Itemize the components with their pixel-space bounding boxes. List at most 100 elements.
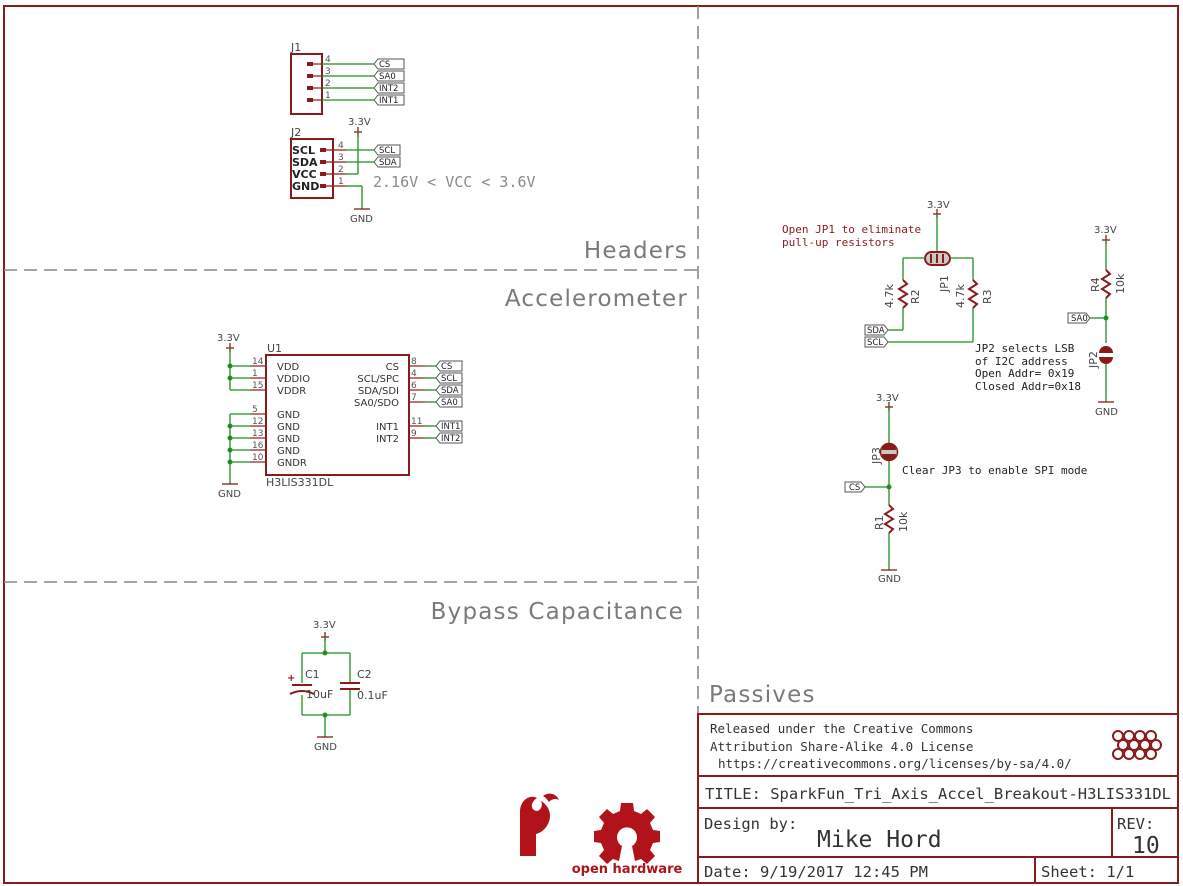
u1-left-pin-name: GND (277, 410, 300, 421)
u1-junction (227, 459, 233, 465)
j2-pin-marker (320, 184, 326, 188)
netflag-j1-2 (373, 82, 405, 94)
sheet-frame (3, 5, 1179, 884)
r1-body (883, 504, 895, 534)
r3-ref: R3 (981, 289, 994, 304)
u1-left-pin-number: 14 (252, 357, 264, 367)
u1-right-pin-number: 8 (411, 357, 417, 367)
j2-v33-label: 3.3V (348, 117, 371, 128)
j2-ref: J2 (290, 126, 301, 139)
j1-pin-marker (307, 62, 313, 66)
r1-ref: R1 (873, 515, 886, 530)
j2-pin-name: SCL (292, 144, 315, 157)
bypass-capacitors: 3.3V + C1 10uF C2 0.1uF GND (287, 620, 388, 753)
c2-ref: C2 (357, 668, 372, 681)
netflag-u1-0 (435, 360, 463, 372)
netflag-u1-0-label: CS (441, 362, 452, 372)
vcc-range-note: 2.16V < VCC < 3.6V (373, 173, 536, 191)
jp2-note-line4: Closed Addr=0x18 (975, 380, 1081, 393)
jp2-ref: JP2 (1087, 351, 1100, 369)
license-line2: Attribution Share-Alike 4.0 License (710, 739, 973, 754)
j2-pin-number: 3 (338, 153, 344, 163)
j1-pin-marker (307, 86, 313, 90)
netflag-j1-1-label: SA0 (379, 72, 396, 82)
jp3-v33-label: 3.3V (876, 393, 899, 404)
u1-left-pin-number: 13 (252, 429, 263, 439)
c1-value: 10uF (306, 688, 333, 701)
u1-part-number: H3LIS331DL (266, 476, 334, 489)
netflag-j2-1-label: SDA (379, 158, 397, 168)
netflag-u1-4-label: INT1 (441, 422, 460, 432)
u1-body (265, 354, 410, 476)
rev-label: REV: (1117, 815, 1154, 833)
netflag-sa0-passives (1067, 312, 1091, 324)
r3-value: 4.7k (954, 284, 967, 308)
j2-pin-name: GND (292, 180, 319, 193)
j2-pin-name: SDA (292, 156, 318, 169)
connector-j1: J1 (290, 41, 323, 115)
j1-ref: J1 (290, 41, 301, 54)
jp3-note: Clear JP3 to enable SPI mode (902, 464, 1087, 477)
jp1-note-line1: Open JP1 to eliminate (782, 223, 921, 236)
u1-v33-label: 3.3V (217, 333, 240, 344)
r1-value: 10k (897, 511, 910, 532)
j2-pin-marker (320, 160, 326, 164)
j2-body (290, 138, 334, 199)
jp3-solder-jumper[interactable] (879, 442, 899, 462)
u1-right-pin-name: SA0/SDO (354, 398, 399, 409)
j1-pin-marker (307, 74, 313, 78)
u1-gnd-label: GND (218, 489, 241, 500)
designer-name: Mike Hord (817, 827, 942, 853)
c1-ref: C1 (305, 668, 320, 681)
jp2-gnd-label: GND (1095, 407, 1118, 418)
jp2-note-line3: Open Addr= 0x19 (975, 367, 1074, 380)
section-title-accelerometer: Accelerometer (505, 286, 688, 312)
passives-pullups: 3.3V Open JP1 to eliminate pull-up resis… (782, 200, 994, 348)
u1-right-pin-name: CS (386, 362, 399, 373)
netflag-j1-3-label: INT1 (379, 96, 398, 106)
u1-right-pin-name: SDA/SDI (358, 386, 399, 397)
u1-right-pin-name: SCL/SPC (357, 374, 399, 385)
u1-ref: U1 (267, 342, 282, 355)
j2-pin-marker (320, 172, 326, 176)
jp2-note-line2: of I2C address (975, 355, 1068, 368)
u1-right-pin-number: 6 (411, 381, 417, 391)
c1-plus: + (287, 673, 295, 684)
r2-value: 4.7k (883, 284, 896, 308)
r4-value: 10k (1114, 273, 1127, 294)
jp1-note-line2: pull-up resistors (782, 236, 895, 249)
j1-pin-number: 1 (325, 91, 331, 101)
netflag-j1-0-label: CS (379, 60, 390, 70)
j1-pin-number: 3 (325, 67, 331, 77)
r3-body (967, 279, 979, 309)
r1-gnd-label: GND (878, 574, 901, 585)
u1-left-pin-name: VDD (277, 362, 300, 373)
u1-junction (227, 363, 233, 369)
bypass-v33-label: 3.3V (313, 620, 336, 631)
u1-left-pin-number: 16 (252, 441, 264, 451)
netflag-u1-3-label: SA0 (441, 398, 458, 408)
j2-pin-number: 2 (338, 165, 344, 175)
netflag-u1-5-label: INT2 (441, 434, 460, 444)
netflag-cs-passives (844, 481, 866, 493)
u1-right-pin-number: 7 (411, 393, 417, 403)
jp2-solder-jumper[interactable] (1099, 346, 1113, 364)
u1-junction (227, 435, 233, 441)
u1-right-pin-number: 4 (411, 369, 417, 379)
j1-body (290, 53, 323, 115)
c1-plate-curved (289, 690, 315, 695)
j1-pin-marker (307, 98, 313, 102)
u1-left-pin-name: VDDIO (277, 374, 310, 385)
netflag-cs-passives-label: CS (849, 483, 860, 493)
sparkfun-flame-icon (520, 793, 559, 856)
u1-right-pin-name: INT1 (376, 422, 399, 433)
u1-left-pin-number: 15 (252, 381, 263, 391)
section-title-headers: Headers (584, 238, 688, 264)
r2-body (897, 279, 909, 309)
design-by-label: Design by: (704, 815, 797, 833)
u1-right-pin-number: 9 (411, 429, 417, 439)
netflag-u1-2 (435, 384, 463, 396)
